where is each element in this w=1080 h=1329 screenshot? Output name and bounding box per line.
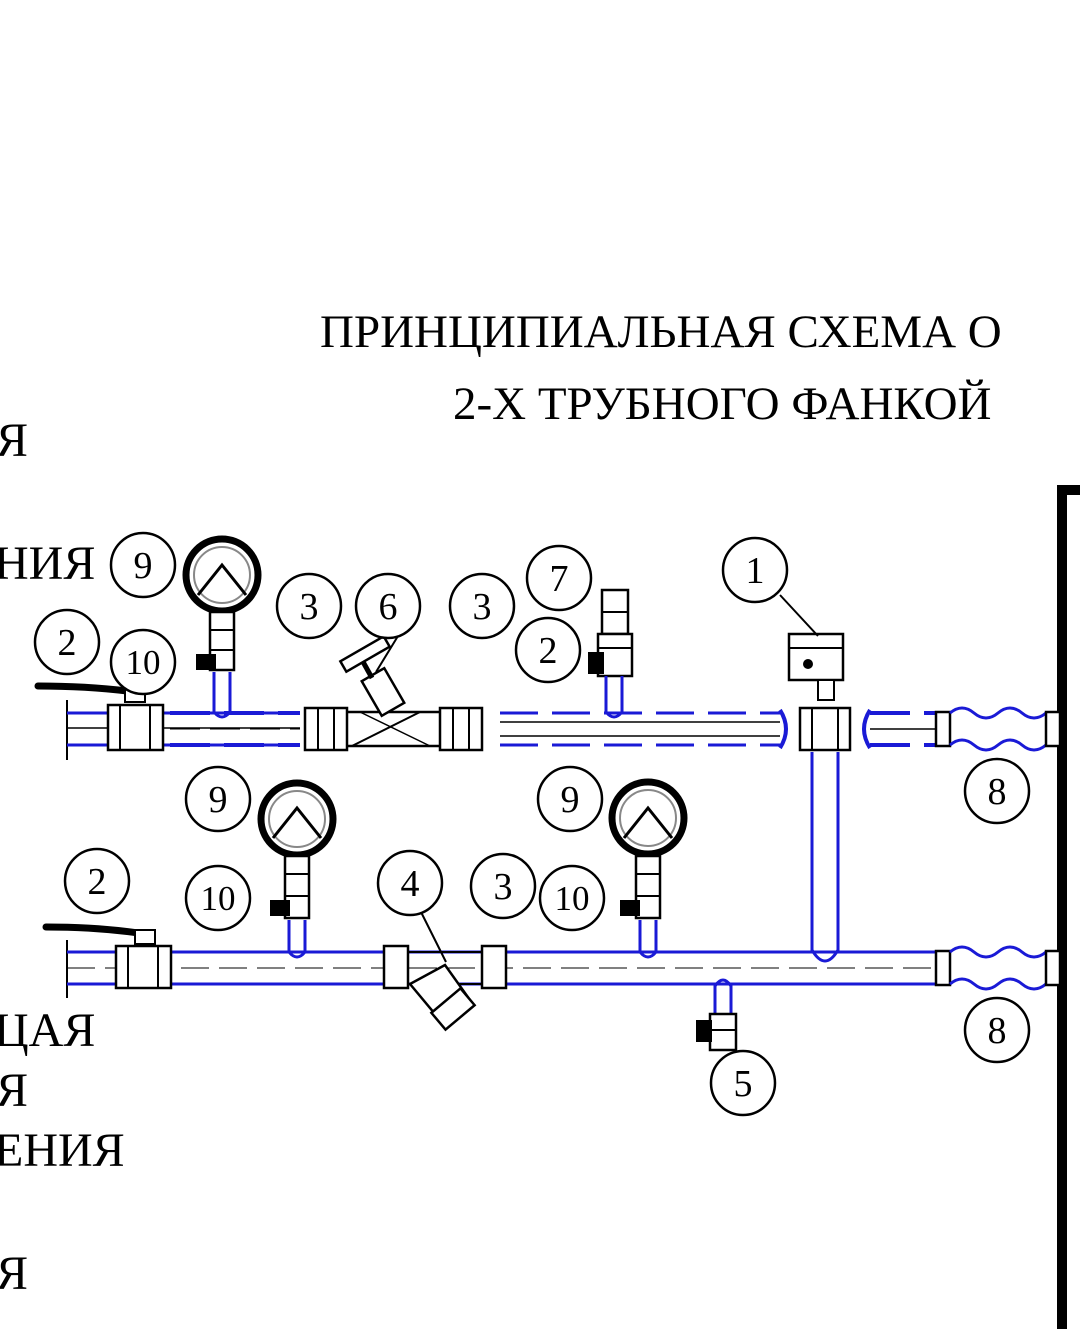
- callout-10-bottom-b: 10: [538, 864, 606, 932]
- svg-text:10: 10: [555, 879, 590, 918]
- pressure-gauge-supply: [182, 535, 262, 719]
- callout-9-bottom-a: 9: [184, 765, 252, 833]
- supply-line: [66, 700, 940, 760]
- diagram-title-line2: 2-Х ТРУБНОГО ФАНКОЙ: [453, 378, 991, 430]
- svg-text:10: 10: [201, 879, 236, 918]
- callout-9-bottom-b: 9: [536, 765, 604, 833]
- pressure-gauge-return-b: [608, 778, 688, 959]
- leader-line-1: [779, 594, 819, 637]
- callout-4: 4: [376, 849, 444, 917]
- svg-text:2: 2: [539, 630, 558, 672]
- callout-3-top-a: 3: [275, 572, 343, 640]
- callout-2-bottom-left: 2: [63, 847, 131, 915]
- callout-7: 7: [525, 544, 593, 612]
- svg-text:4: 4: [401, 863, 420, 905]
- strainer: [382, 944, 508, 1032]
- svg-text:1: 1: [746, 550, 765, 592]
- callout-9-top: 9: [109, 531, 177, 599]
- flex-hose-return: [934, 945, 1062, 991]
- leader-line-6: [375, 635, 399, 673]
- ball-valve-return: [42, 923, 173, 990]
- side-label-5: ЕНИЯ: [0, 1124, 125, 1177]
- svg-text:8: 8: [988, 1010, 1007, 1052]
- svg-text:9: 9: [134, 545, 153, 587]
- callout-6: 6: [354, 572, 422, 640]
- svg-text:7: 7: [550, 558, 569, 600]
- callout-8-bottom: 8: [963, 996, 1031, 1064]
- svg-text:3: 3: [473, 586, 492, 628]
- balancing-valve: [303, 634, 484, 752]
- three-way-valve: [778, 632, 872, 963]
- callout-10-top: 10: [109, 628, 177, 696]
- svg-text:3: 3: [300, 586, 319, 628]
- svg-text:3: 3: [494, 866, 513, 908]
- callout-10-bottom-a: 10: [184, 864, 252, 932]
- callout-2-top-mid: 2: [514, 616, 582, 684]
- side-label-2: НИЯ: [0, 537, 95, 590]
- callout-3-bottom: 3: [469, 852, 537, 920]
- diagram-title-line1: ПРИНЦИПИАЛЬНАЯ СХЕМА О: [320, 306, 1002, 358]
- callout-3-top-b: 3: [448, 572, 516, 640]
- leader-line-4: [419, 909, 447, 963]
- svg-text:10: 10: [126, 643, 161, 682]
- svg-text:8: 8: [988, 771, 1007, 813]
- side-label-1: Я: [0, 414, 28, 467]
- pressure-gauge-return-a: [257, 779, 337, 959]
- svg-text:5: 5: [734, 1063, 753, 1105]
- side-label-6: Я: [0, 1247, 28, 1300]
- flex-hose-supply: [934, 706, 1062, 752]
- svg-text:6: 6: [379, 586, 398, 628]
- callout-8-top: 8: [963, 757, 1031, 825]
- side-label-4: Я: [0, 1064, 28, 1117]
- svg-text:9: 9: [209, 779, 228, 821]
- callout-1: 1: [721, 536, 789, 604]
- svg-text:2: 2: [58, 622, 77, 664]
- fancoil-unit-frame: [1057, 485, 1080, 1329]
- callout-5: 5: [709, 1049, 777, 1117]
- callout-2-top-left: 2: [33, 608, 101, 676]
- ball-valve-supply: [34, 682, 165, 752]
- drain-cock: [696, 978, 738, 1052]
- svg-text:2: 2: [88, 861, 107, 903]
- side-label-3: ЦАЯ: [0, 1004, 95, 1057]
- svg-text:9: 9: [561, 779, 580, 821]
- air-vent-supply: [588, 588, 634, 719]
